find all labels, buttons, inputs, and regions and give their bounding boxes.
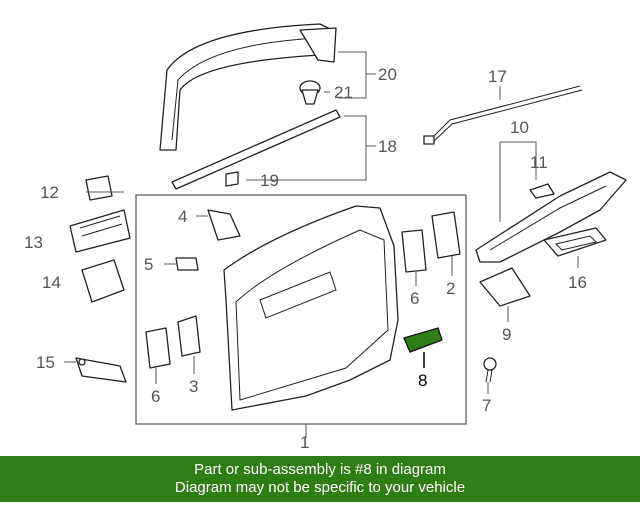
part-17-cable[interactable] xyxy=(423,85,583,145)
part-6-left-bracket[interactable] xyxy=(145,327,171,369)
callout-10: 10 xyxy=(510,118,529,137)
part-5-clip[interactable] xyxy=(175,257,199,271)
callout-21: 21 xyxy=(334,83,353,102)
callout-11: 11 xyxy=(530,153,548,172)
info-banner: Part or sub-assembly is #8 in diagram Di… xyxy=(0,456,640,502)
part-7-screw[interactable] xyxy=(483,357,497,383)
part-1-door-trim-panel[interactable] xyxy=(223,205,399,411)
callout-labels: 1 2 3 4 5 6 6 7 8 9 10 11 12 13 14 15 16… xyxy=(24,65,587,452)
part-4-bracket[interactable] xyxy=(207,209,241,241)
callout-9: 9 xyxy=(502,325,511,344)
callout-2: 2 xyxy=(446,279,455,298)
callout-3: 3 xyxy=(189,377,198,396)
callout-18: 18 xyxy=(378,137,397,156)
part-14-switch[interactable] xyxy=(81,259,125,303)
part-21-clip[interactable] xyxy=(299,80,321,105)
callout-14: 14 xyxy=(42,273,61,292)
part-19-clip[interactable] xyxy=(225,171,239,187)
callout-6-right: 6 xyxy=(410,289,419,308)
callout-1: 1 xyxy=(300,433,309,452)
banner-line-1: Part or sub-assembly is #8 in diagram xyxy=(194,461,446,478)
part-15-bracket[interactable] xyxy=(75,357,127,383)
callout-15: 15 xyxy=(36,353,55,372)
callout-12: 12 xyxy=(40,183,59,202)
callout-7: 7 xyxy=(482,396,491,415)
callout-13: 13 xyxy=(24,233,43,252)
part-18-weatherstrip[interactable] xyxy=(171,109,341,190)
part-13-switch-assembly[interactable] xyxy=(69,209,131,253)
callout-19: 19 xyxy=(260,171,279,190)
door-panel-group-frame xyxy=(135,194,467,425)
part-20-window-sash[interactable] xyxy=(159,23,337,151)
part-10-armrest-trim[interactable] xyxy=(475,171,627,263)
callout-4: 4 xyxy=(178,207,187,226)
part-11-cover[interactable] xyxy=(529,183,555,199)
part-6-right-bracket[interactable] xyxy=(401,229,427,273)
callout-17: 17 xyxy=(488,67,507,86)
callout-5: 5 xyxy=(144,255,153,274)
part-16-switch-bezel[interactable] xyxy=(543,227,607,257)
part-12-switch[interactable] xyxy=(85,175,113,201)
leader-lines xyxy=(64,51,579,438)
parts-diagram: 1 2 3 4 5 6 6 7 8 9 10 11 12 13 14 15 16… xyxy=(24,23,627,452)
part-3-bracket[interactable] xyxy=(177,315,201,357)
callout-8: 8 xyxy=(418,371,427,390)
callout-16: 16 xyxy=(568,273,587,292)
banner-line-2: Diagram may not be specific to your vehi… xyxy=(174,479,466,496)
part-8-highlighted-switch[interactable] xyxy=(403,327,443,353)
part-9-pocket[interactable] xyxy=(479,267,531,307)
part-2-bracket[interactable] xyxy=(431,211,461,259)
callout-6-left: 6 xyxy=(151,387,160,406)
callout-20: 20 xyxy=(378,65,397,84)
